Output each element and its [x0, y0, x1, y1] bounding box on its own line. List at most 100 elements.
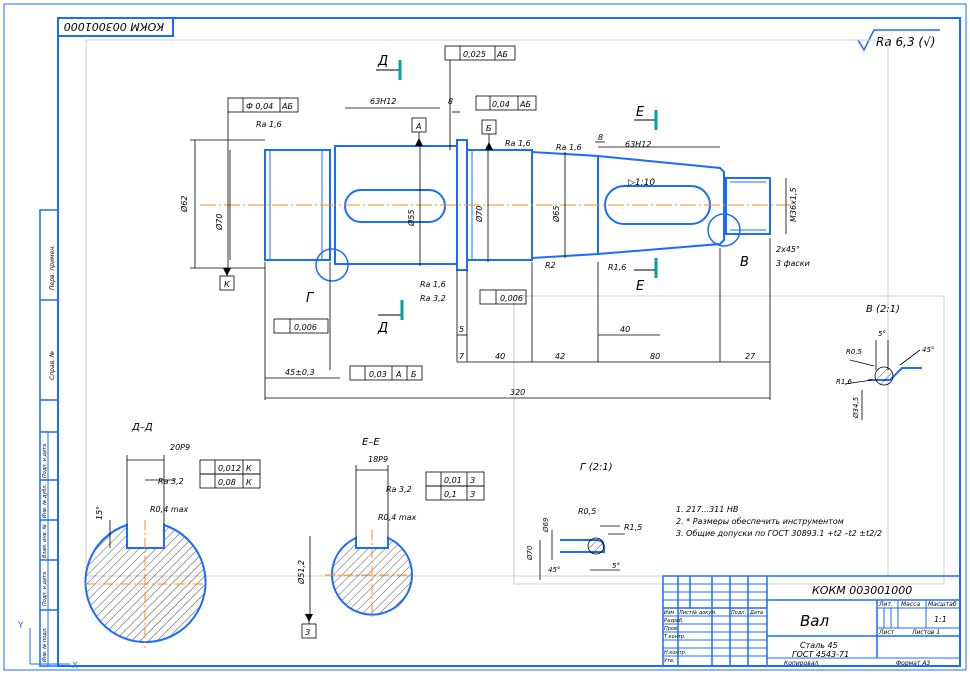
svg-text:▷1:10: ▷1:10	[628, 178, 655, 188]
svg-text:5°: 5°	[878, 330, 886, 338]
svg-text:Листов 1: Листов 1	[911, 629, 940, 636]
svg-text:Масса: Масса	[901, 601, 920, 608]
label-v: В	[740, 255, 749, 270]
strip-2: Справ. №	[49, 351, 56, 380]
svg-text:КОКМ 003001000: КОКМ 003001000	[812, 584, 912, 597]
svg-text:0,01: 0,01	[444, 476, 462, 485]
svg-text:Копировал: Копировал	[784, 660, 818, 667]
svg-text:0,08: 0,08	[218, 478, 236, 487]
svg-text:40: 40	[495, 352, 505, 361]
svg-text:20P9: 20P9	[170, 443, 190, 452]
tolerance-frames	[227, 45, 537, 381]
svg-text:Ø34,5: Ø34,5	[852, 396, 860, 419]
svg-text:8: 8	[598, 133, 603, 142]
svg-text:80: 80	[650, 352, 660, 361]
section-marks	[376, 60, 658, 320]
svg-text:Ø51,2: Ø51,2	[296, 560, 306, 585]
axis-indicator: Y X	[17, 621, 78, 671]
svg-text:Т.контр.: Т.контр.	[664, 634, 686, 640]
svg-text:R2: R2	[545, 261, 556, 270]
detail-v-view: R0,5 R1,6 5° Ø34,5 45°	[836, 330, 934, 420]
svg-text:К: К	[246, 478, 252, 487]
svg-text:40: 40	[620, 325, 630, 334]
dimension-texts: 63H12 8 8 63H12 Ra 1,6 Ra 1,6 Ra 1,6 Ra …	[179, 97, 810, 397]
svg-text:Разраб.: Разраб.	[664, 618, 684, 624]
svg-text:15°: 15°	[95, 506, 104, 520]
title-block-texts: КОКМ 003001000 Вал Сталь 45 ГОСТ 4543-71…	[664, 584, 957, 667]
svg-text:Ф 0,04: Ф 0,04	[246, 102, 273, 111]
svg-text:Ø69: Ø69	[542, 517, 550, 533]
svg-text:АБ: АБ	[519, 100, 531, 109]
svg-text:R0,4 max: R0,4 max	[378, 513, 417, 522]
label-d-top: Д	[377, 54, 388, 69]
svg-text:АБ: АБ	[496, 50, 508, 59]
svg-text:45°: 45°	[548, 566, 560, 574]
strip-6: Подп. и дата	[42, 572, 48, 606]
svg-text:Масштаб: Масштаб	[928, 601, 957, 608]
svg-text:5°: 5°	[612, 562, 620, 570]
svg-text:З: З	[305, 628, 310, 637]
svg-text:ГОСТ 4543-71: ГОСТ 4543-71	[792, 650, 849, 659]
section-d-title: Д–Д	[131, 422, 153, 433]
svg-text:Лит.: Лит.	[878, 601, 893, 608]
svg-text:Н.контр.: Н.контр.	[664, 650, 686, 656]
svg-text:Лист: Лист	[878, 629, 895, 636]
svg-text:R0,5: R0,5	[578, 507, 596, 516]
label-e-bottom: Е	[636, 279, 645, 294]
svg-text:1. 217...311 НВ: 1. 217...311 НВ	[676, 505, 738, 514]
strip-1: Перв. примен.	[49, 245, 56, 290]
base-b-label: Б	[486, 124, 492, 133]
svg-text:З: З	[470, 476, 475, 485]
top-stamp-text: КОКМ 003001000	[64, 20, 164, 33]
strip-4: Инв. № дубл.	[42, 484, 48, 518]
detail-g-title: Г (2:1)	[580, 462, 613, 473]
svg-text:Ø65: Ø65	[551, 206, 561, 223]
svg-text:0,012: 0,012	[218, 464, 241, 473]
svg-text:Формат А3: Формат А3	[896, 660, 930, 667]
left-strip: Перв. примен. Справ. № Подп. и дата Инв.…	[39, 209, 59, 667]
roughness-general-text: Ra 6,3 (√)	[876, 35, 935, 49]
strip-5: Взам. инв. №	[42, 524, 48, 558]
svg-text:R0,4 max: R0,4 max	[150, 505, 189, 514]
svg-text:Вал: Вал	[800, 612, 829, 630]
svg-text:5: 5	[459, 325, 464, 334]
base-a-label: А	[415, 122, 421, 131]
svg-text:3. Общие допуски по ГОСТ 30893: 3. Общие допуски по ГОСТ 30893.1 +t2 –t2…	[676, 529, 882, 538]
keyway-d	[344, 189, 446, 223]
svg-text:63H12: 63H12	[625, 140, 651, 149]
svg-text:R1,6: R1,6	[836, 378, 853, 386]
svg-text:Дата: Дата	[749, 610, 763, 616]
svg-text:320: 320	[510, 388, 525, 397]
svg-text:Утв.: Утв.	[664, 658, 675, 664]
svg-text:№ докум.: № докум.	[691, 610, 717, 616]
svg-text:0,04: 0,04	[492, 100, 510, 109]
svg-text:Б: Б	[411, 370, 417, 379]
section-e-view: 18P9 Ra 3,2 R0,4 max Ø51,2 0,01 З 0,1 З …	[296, 455, 485, 639]
label-e-top: Е	[636, 105, 645, 120]
main-dimensions	[190, 107, 787, 400]
title-block	[662, 575, 961, 667]
svg-text:Пров.: Пров.	[664, 626, 679, 632]
svg-text:2x45°: 2x45°	[776, 245, 800, 254]
detail-g-view: Ø70 Ø69 R0,5 R1,5 45° 5°	[526, 507, 642, 580]
svg-text:Y: Y	[17, 621, 24, 631]
label-g: Г	[306, 291, 315, 306]
svg-text:R0,5: R0,5	[846, 348, 863, 356]
svg-text:Ra 1,6: Ra 1,6	[420, 280, 446, 289]
svg-text:R1,5: R1,5	[624, 523, 642, 532]
svg-text:7: 7	[459, 352, 465, 361]
svg-text:Ra 1,6: Ra 1,6	[256, 120, 282, 129]
strip-3: Подп. и дата	[42, 444, 48, 478]
svg-text:63H12: 63H12	[370, 97, 396, 106]
svg-text:45±0,3: 45±0,3	[285, 368, 315, 377]
detail-circle-v	[707, 213, 741, 247]
label-d-bottom: Д	[377, 321, 388, 336]
svg-text:8: 8	[448, 97, 453, 106]
svg-text:45°: 45°	[922, 346, 934, 354]
svg-text:Ra 3,2: Ra 3,2	[420, 294, 446, 303]
svg-text:Лист: Лист	[678, 610, 693, 616]
svg-text:3 фаски: 3 фаски	[776, 259, 810, 268]
svg-text:R1,6: R1,6	[608, 263, 626, 272]
svg-text:Ra 1,6: Ra 1,6	[556, 143, 582, 152]
svg-text:1:1: 1:1	[934, 615, 947, 624]
